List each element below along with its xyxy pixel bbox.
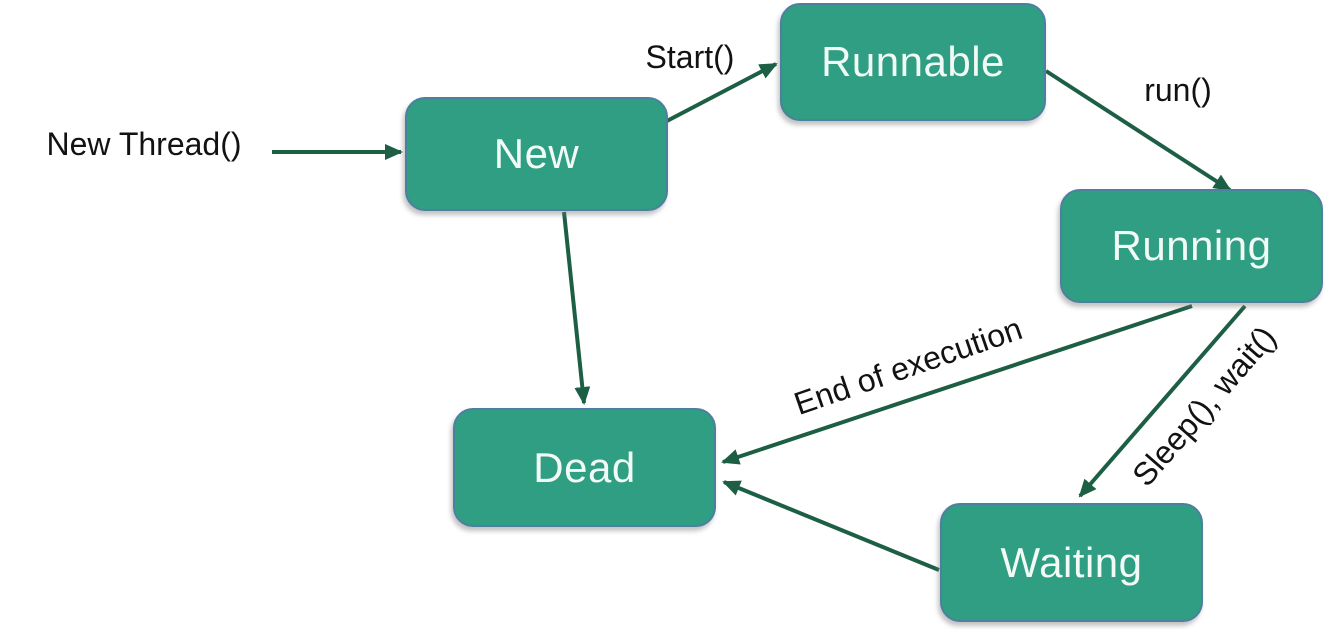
transition-label-start: Start() xyxy=(645,39,735,75)
transition-arrow-runnable-to-running xyxy=(1044,69,1232,192)
transition-arrow-new-to-runnable xyxy=(664,62,778,124)
transition-arrow-waiting-to-dead xyxy=(722,480,940,572)
state-node-waiting: Waiting xyxy=(940,503,1203,622)
transition-label-run: run() xyxy=(1144,72,1212,108)
transition-label-new-thread: New Thread() xyxy=(46,126,242,162)
transition-arrow-running-to-waiting xyxy=(1078,304,1247,498)
state-node-label-dead: Dead xyxy=(533,443,636,491)
transition-arrow-running-to-dead xyxy=(721,304,1193,465)
transition-arrow-new-to-dead xyxy=(562,211,591,405)
state-node-label-running: Running xyxy=(1111,222,1272,269)
state-node-label-waiting: Waiting xyxy=(1000,538,1143,586)
state-node-label-runnable: Runnable xyxy=(821,38,1005,85)
state-node-new: New xyxy=(405,97,668,211)
state-node-runnable: Runnable xyxy=(780,3,1046,121)
state-node-label-new: New xyxy=(493,130,580,177)
state-node-dead: Dead xyxy=(453,408,716,527)
state-node-running: Running xyxy=(1060,189,1323,303)
